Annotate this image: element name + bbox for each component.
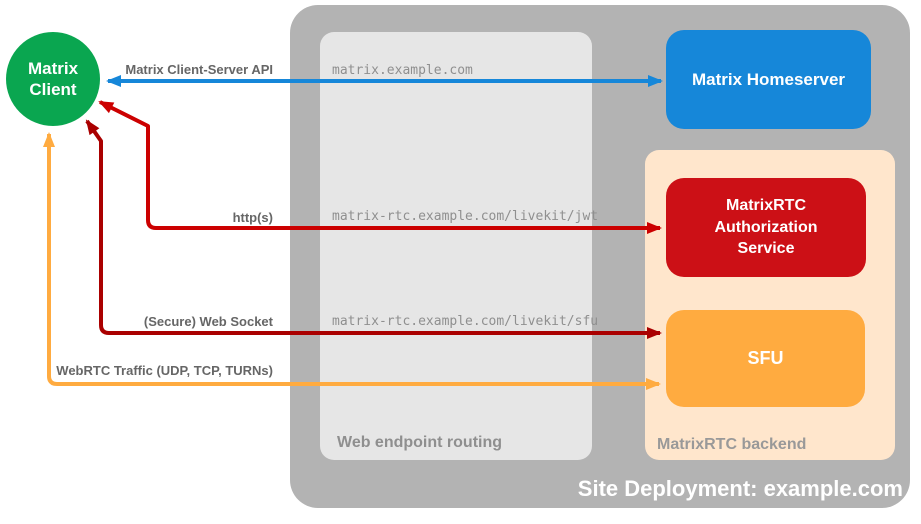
endpoint-livekit-jwt: matrix-rtc.example.com/livekit/jwt xyxy=(332,209,599,224)
label-https: http(s) xyxy=(232,210,273,225)
matrixrtc-authorization-service-label: MatrixRTC Authorization Service xyxy=(714,197,818,258)
node-matrix-homeserver: Matrix Homeserver xyxy=(666,30,871,129)
endpoint-livekit-sfu: matrix-rtc.example.com/livekit/sfu xyxy=(332,314,599,329)
label-secure-web-socket: (Secure) Web Socket xyxy=(143,314,273,329)
endpoint-matrix-example-com: matrix.example.com xyxy=(332,63,473,78)
web-endpoint-routing-label: Web endpoint routing xyxy=(337,434,503,451)
matrix-homeserver-label: Matrix Homeserver xyxy=(691,69,846,89)
node-matrix-client: Matrix Client xyxy=(6,32,100,126)
matrix-client-label: Matrix Client xyxy=(27,58,79,99)
label-webrtc-traffic: WebRTC Traffic (UDP, TCP, TURNs) xyxy=(56,363,273,378)
node-sfu: SFU xyxy=(666,310,865,407)
site-deployment-label: Site Deployment: example.com xyxy=(577,476,903,501)
matrixrtc-backend-label: MatrixRTC backend xyxy=(657,436,807,453)
sfu-label: SFU xyxy=(747,348,784,368)
arrow-webrtc-traffic xyxy=(43,132,661,390)
node-matrixrtc-authorization-service: MatrixRTC Authorization Service xyxy=(666,178,866,277)
label-client-server-api: Matrix Client-Server API xyxy=(125,62,273,77)
